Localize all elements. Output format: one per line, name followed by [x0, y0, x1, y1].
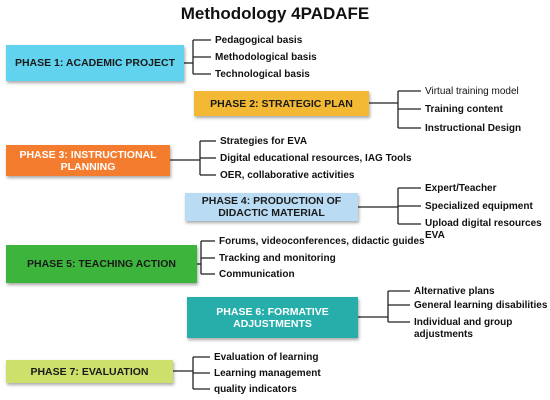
phase-7-label: PHASE 7: EVALUATION [30, 365, 149, 378]
phase-1-box: PHASE 1: ACADEMIC PROJECT [6, 45, 184, 81]
phase-1-item-3: Technological basis [215, 69, 310, 80]
phase-2-label: PHASE 2: STRATEGIC PLAN [210, 97, 353, 110]
phase-3-item-1: Strategies for EVA [220, 136, 308, 147]
phase-6-item-1: Alternative plans [414, 286, 495, 297]
phase-7-item-1: Evaluation of learning [214, 352, 319, 363]
phase-5-item-2: Tracking and monitoring [219, 253, 336, 264]
phase-1-item-2: Methodological basis [215, 52, 317, 63]
phase-1-item-1: Pedagogical basis [215, 35, 303, 46]
phase-5-item-1: Forums, videoconferences, didactic guide… [219, 236, 425, 247]
phase-7-box: PHASE 7: EVALUATION [6, 360, 173, 383]
phase-1-label: PHASE 1: ACADEMIC PROJECT [14, 57, 176, 69]
phase-7-item-2: Learning management [214, 368, 321, 379]
phase-4-box: PHASE 4: PRODUCTION OF DIDACTIC MATERIAL [185, 193, 358, 221]
phase-3-item-2: Digital educational resources, IAG Tools [220, 153, 412, 164]
phase-7-item-3: quality indicators [214, 384, 297, 395]
phase-2-box: PHASE 2: STRATEGIC PLAN [194, 91, 369, 116]
phase-5-label: PHASE 5: TEACHING ACTION [27, 258, 176, 270]
phase-6-box: PHASE 6: FORMATIVE ADJUSTMENTS [187, 297, 358, 338]
phase-3-box: PHASE 3: INSTRUCTIONAL PLANNING [6, 145, 170, 176]
phase-5-box: PHASE 5: TEACHING ACTION [6, 245, 197, 283]
phase-2-item-3: Instructional Design [425, 123, 522, 134]
phase-3-label: PHASE 3: INSTRUCTIONAL PLANNING [19, 148, 157, 173]
phase-6-item-2: General learning disabilities [414, 300, 548, 311]
phase-4-item-1: Expert/Teacher [425, 183, 497, 194]
phase-2-item-2: Training content [425, 104, 503, 115]
phase-4-item-2: Specialized equipment [425, 201, 533, 212]
phase-4-item-3: Upload digital resources EVA [425, 218, 542, 241]
phase-6-label: PHASE 6: FORMATIVE ADJUSTMENTS [216, 305, 329, 330]
phase-5-item-3: Communication [219, 269, 295, 280]
diagram-title: Methodology 4PADAFE [180, 4, 370, 23]
phase-2-item-1: Virtual training model [425, 86, 519, 97]
phase-6-item-3: Individual and group adjustments [414, 317, 513, 340]
phase-4-label: PHASE 4: PRODUCTION OF DIDACTIC MATERIAL [201, 195, 342, 219]
phase-3-item-3: OER, collaborative activities [220, 170, 355, 181]
